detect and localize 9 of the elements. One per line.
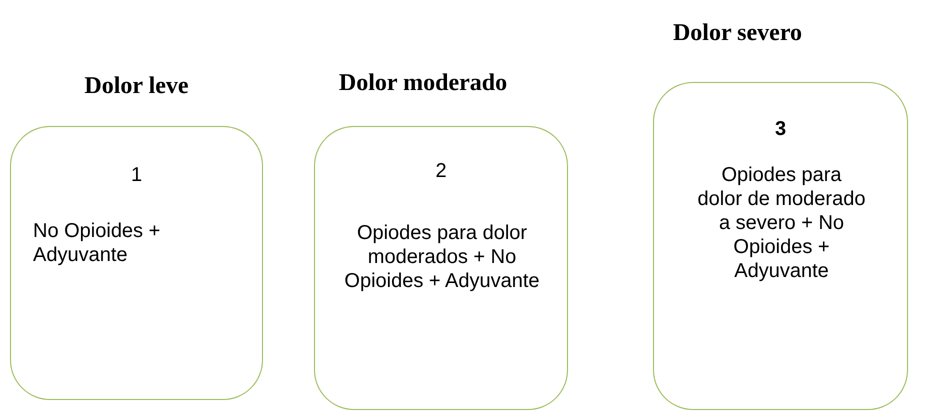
step-number: 1 — [130, 163, 144, 187]
step-number: 2 — [434, 159, 448, 183]
column-heading: Dolor severo — [672, 19, 804, 48]
step-number: 3 — [774, 117, 788, 141]
column-heading: Dolor moderado — [338, 69, 508, 98]
column-heading: Dolor leve — [83, 72, 190, 101]
treatment-text: Opiodes para dolor moderados + No Opioides + Adyuvante — [343, 221, 541, 293]
treatment-text: No Opioides + Adyuvante — [33, 219, 162, 267]
treatment-text: Opiodes para dolor de moderado a severo + No Opioides + Adyuvante — [696, 163, 866, 283]
